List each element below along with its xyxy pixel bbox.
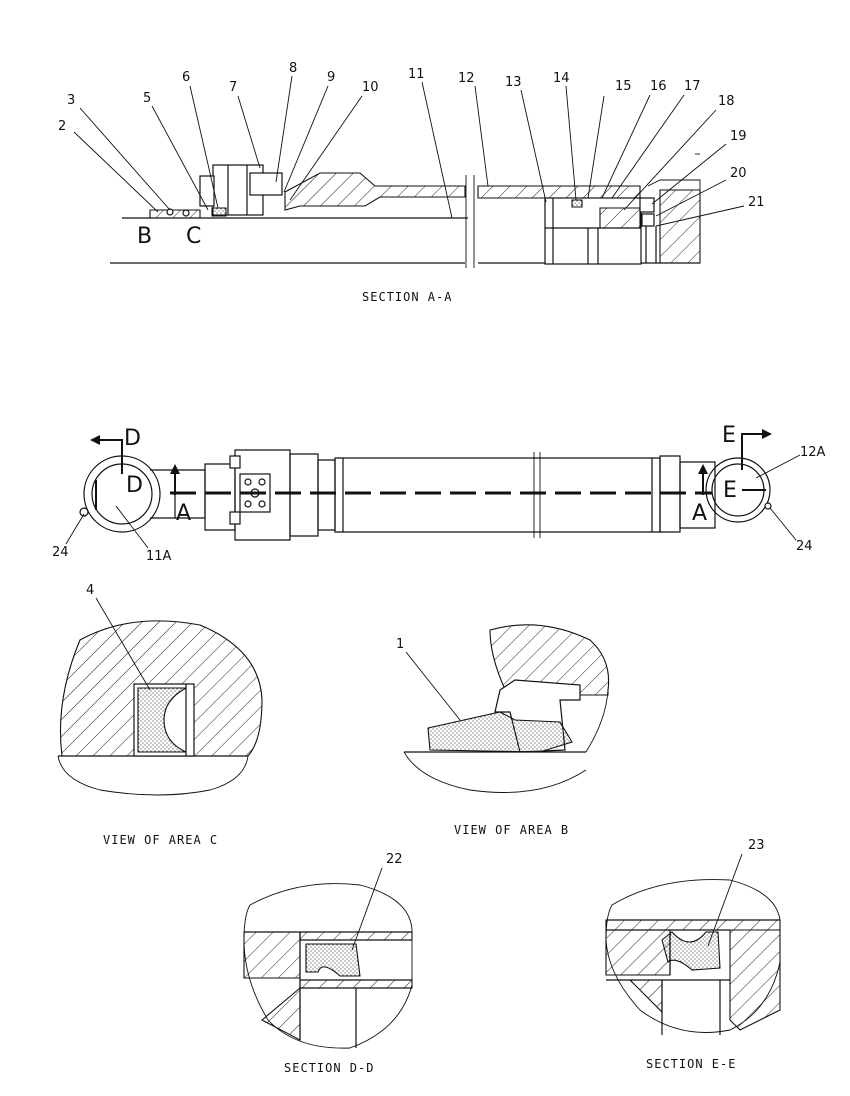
callout-11a: 11A <box>146 549 172 564</box>
callout-19: 19 <box>730 129 747 144</box>
view-area-b: 1 VIEW OF AREA B <box>396 624 610 837</box>
callout-24-right: 24 <box>796 539 813 554</box>
callout-11: 11 <box>408 67 425 82</box>
section-letter-e-top: E <box>722 423 736 448</box>
section-dd-caption: SECTION D-D <box>284 1061 374 1075</box>
callout-13: 13 <box>505 75 522 90</box>
callout-3: 3 <box>67 93 75 108</box>
callout-17: 17 <box>684 79 701 94</box>
callout-22: 22 <box>386 852 403 867</box>
section-letter-d-eye: D <box>126 473 143 498</box>
callout-18: 18 <box>718 94 735 109</box>
callout-12a: 12A <box>800 445 826 460</box>
callout-14: 14 <box>553 71 570 86</box>
callout-23: 23 <box>748 838 765 853</box>
callout-12: 12 <box>458 71 475 86</box>
callout-4: 4 <box>86 583 94 598</box>
section-ee-caption: SECTION E-E <box>646 1057 736 1071</box>
view-area-c: 4 VIEW OF AREA C <box>57 583 263 847</box>
callout-15: 15 <box>615 79 632 94</box>
section-dd: 22 SECTION D-D <box>243 852 413 1075</box>
callout-24-left: 24 <box>52 545 69 560</box>
section-aa: 2 3 5 6 7 8 9 10 11 12 13 14 15 <box>58 61 765 304</box>
callout-5: 5 <box>143 91 151 106</box>
section-aa-caption: SECTION A-A <box>362 290 452 304</box>
area-letter-b: B <box>137 224 152 249</box>
section-letter-a-right: A <box>692 501 707 526</box>
callout-20: 20 <box>730 166 747 181</box>
callout-16: 16 <box>650 79 667 94</box>
section-letter-d-top: D <box>124 426 141 451</box>
view-area-c-caption: VIEW OF AREA C <box>103 833 218 847</box>
callout-2: 2 <box>58 119 66 134</box>
section-letter-a-left: A <box>176 501 191 526</box>
section-aa-callouts: 2 3 5 6 7 8 9 10 11 12 13 14 15 <box>58 61 765 227</box>
callout-21: 21 <box>748 195 765 210</box>
callout-10: 10 <box>362 80 379 95</box>
callout-1: 1 <box>396 637 404 652</box>
section-ee: 23 SECTION E-E <box>605 838 781 1071</box>
callout-8: 8 <box>289 61 297 76</box>
section-letter-e-eye: E <box>723 478 737 503</box>
callout-9: 9 <box>327 70 335 85</box>
cylinder-assembly: D D E E A A 24 11A 12A 24 <box>52 423 826 564</box>
callout-7: 7 <box>229 80 237 95</box>
view-area-b-caption: VIEW OF AREA B <box>454 823 569 837</box>
area-letter-c: C <box>186 224 201 249</box>
callout-6: 6 <box>182 70 190 85</box>
